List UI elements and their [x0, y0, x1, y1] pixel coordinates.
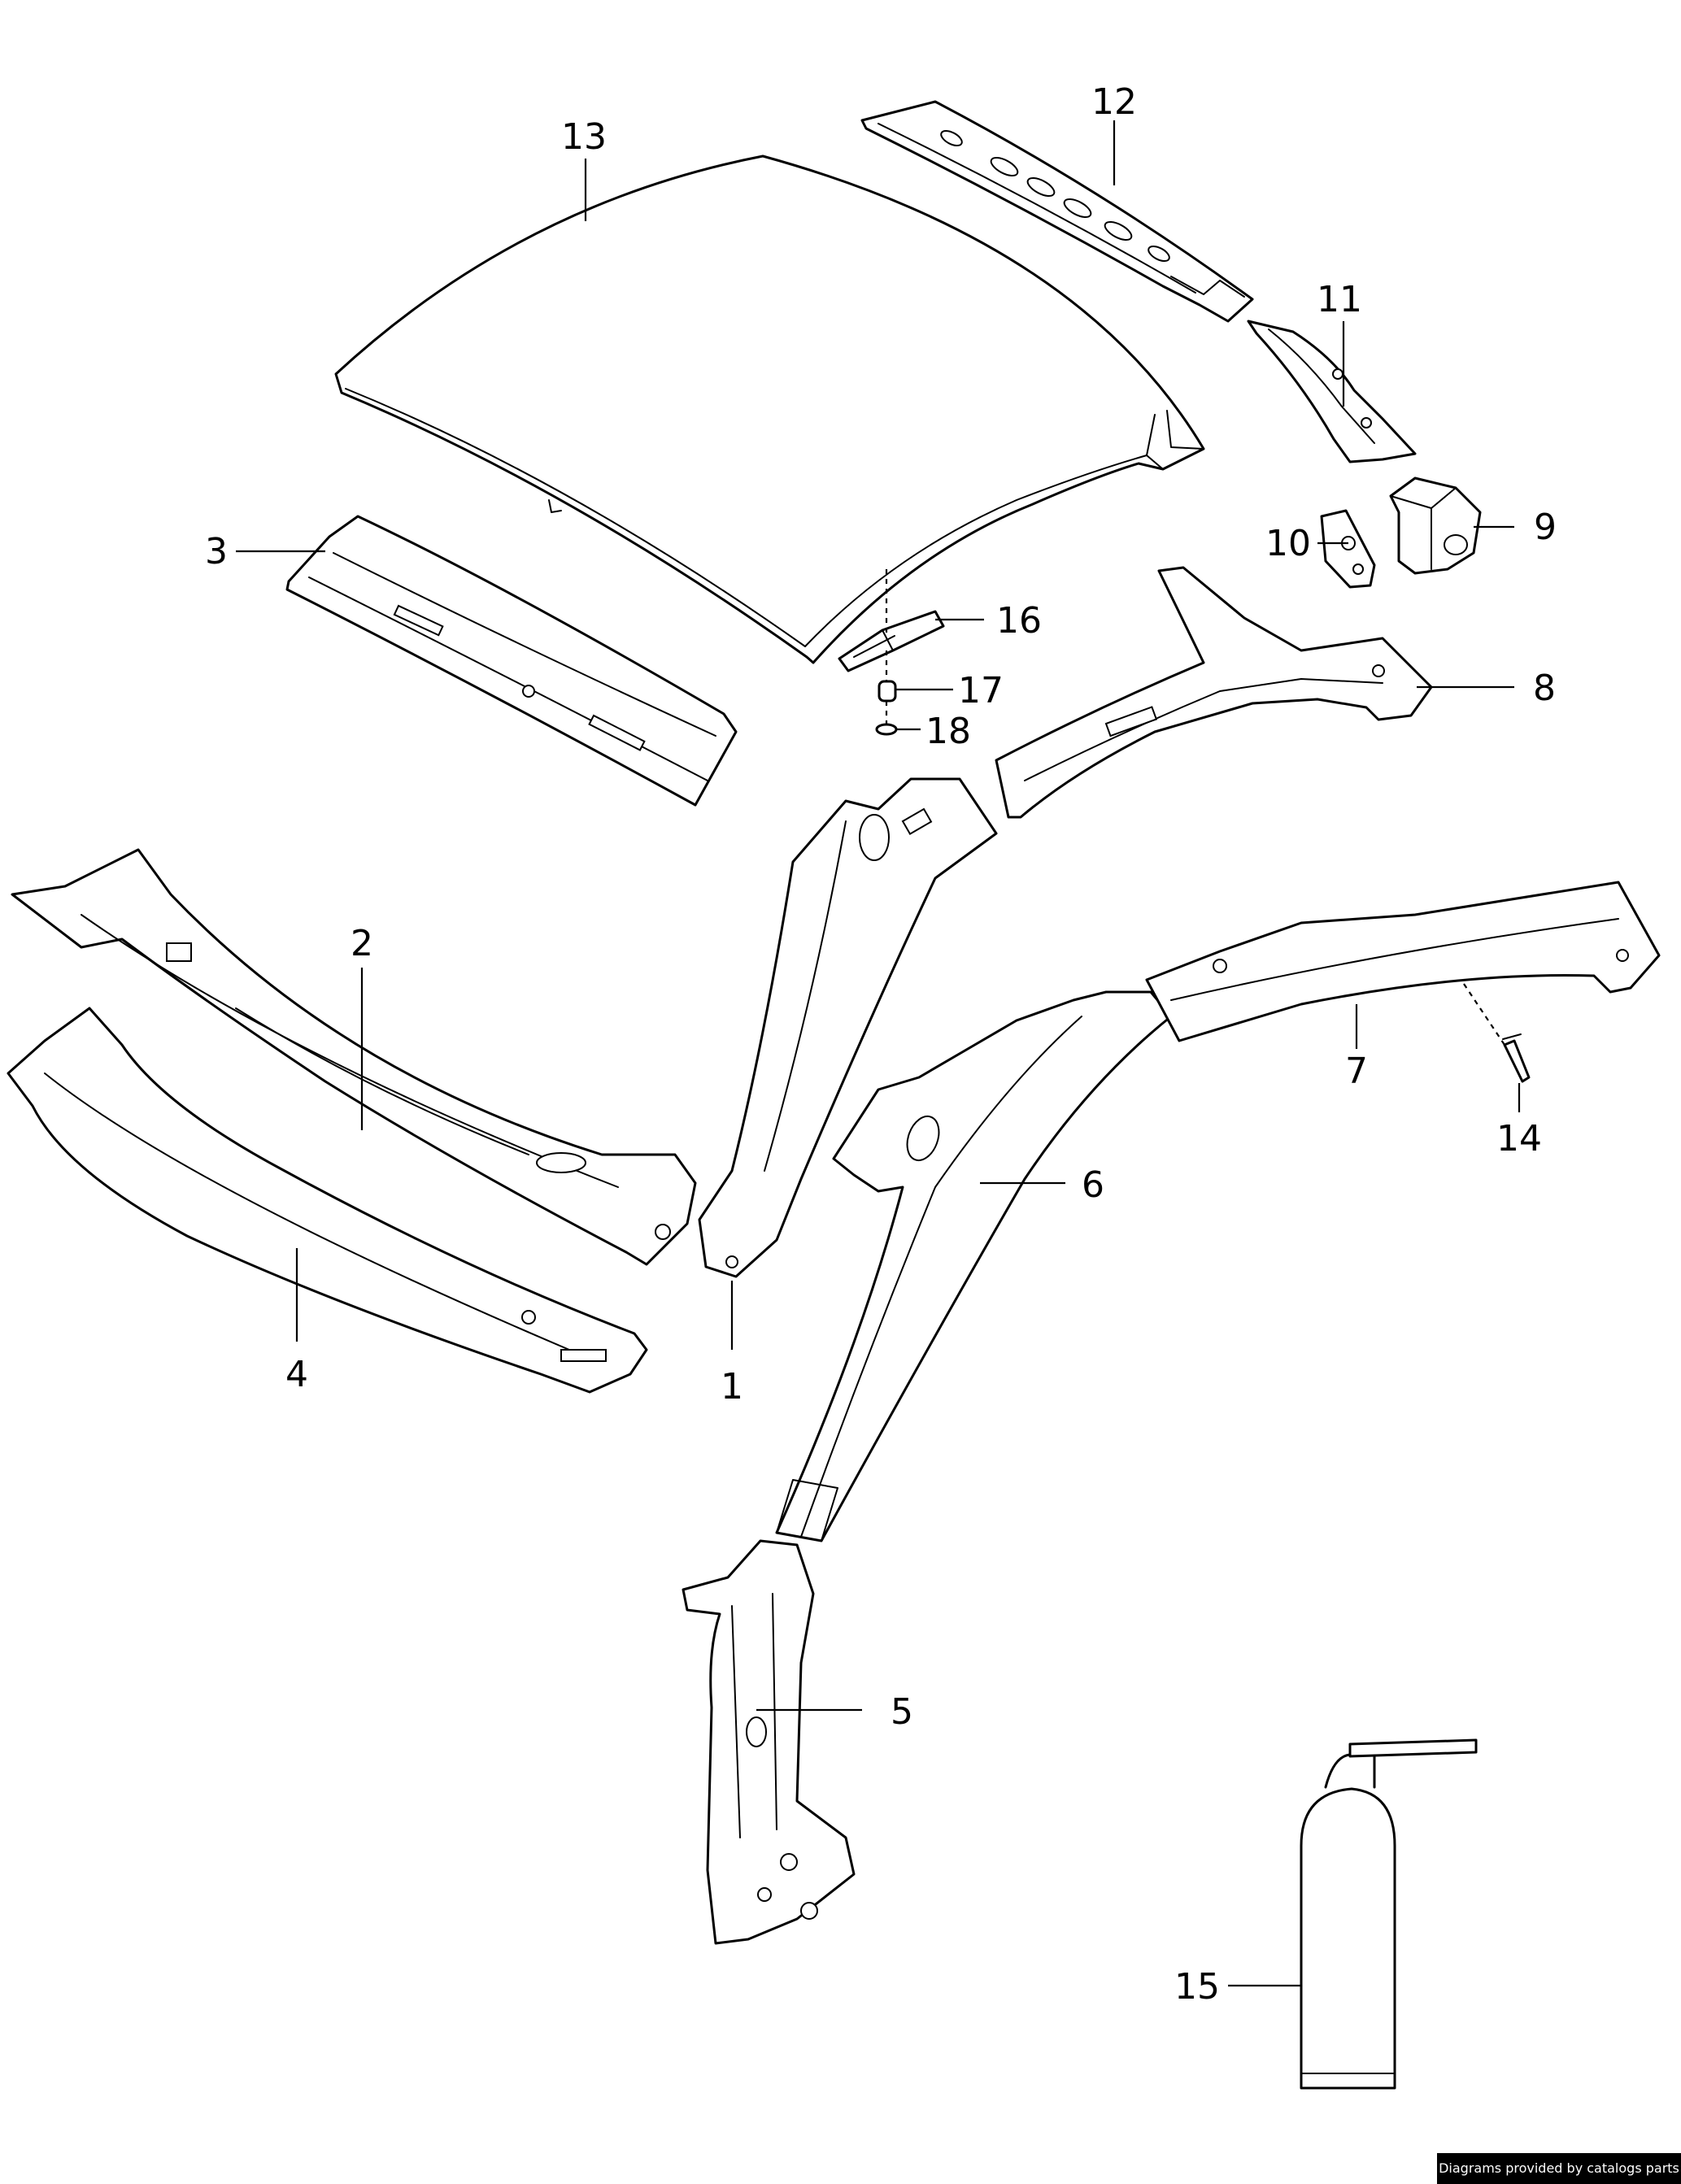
part-11-bracket: [1247, 320, 1417, 463]
callout-10: 10: [1265, 523, 1311, 564]
callout-6: 6: [1082, 1164, 1104, 1206]
part-14-pin: [1502, 1033, 1531, 1083]
callout-14: 14: [1496, 1118, 1542, 1159]
part-17-nut: [878, 680, 897, 703]
part-18-washer: [875, 723, 898, 736]
callout-4: 4: [285, 1354, 308, 1395]
leader-lines: [236, 120, 1521, 1987]
part-3-front-cross-member: [285, 515, 738, 807]
part-10-plate: [1320, 509, 1376, 589]
part-8-roof-frame-side: [995, 566, 1433, 819]
part-13-roof-panel: [334, 154, 1205, 664]
callout-17: 17: [958, 670, 1004, 711]
part-4-windshield-frame-lower: [7, 1007, 648, 1394]
callout-5: 5: [891, 1691, 913, 1733]
callout-7: 7: [1345, 1051, 1368, 1092]
part-15-spray-can: [1300, 1738, 1478, 2090]
callout-3: 3: [205, 531, 228, 572]
part-2-windshield-frame-upper: [11, 848, 697, 1266]
callouts: 13 12 11 9 10 3 16 17 18 8 2 4 1 6 7 14 …: [205, 81, 1557, 2008]
callout-8: 8: [1533, 668, 1556, 709]
callout-16: 16: [996, 600, 1042, 642]
callout-13: 13: [561, 116, 607, 158]
part-7-roof-rail: [1145, 881, 1661, 1042]
part-9-box-bracket: [1389, 476, 1482, 575]
callout-9: 9: [1534, 507, 1557, 548]
callout-12: 12: [1091, 81, 1137, 123]
leader-7-axis: [1463, 983, 1505, 1046]
callout-18: 18: [925, 711, 971, 752]
callout-11: 11: [1317, 279, 1362, 320]
callout-15: 15: [1174, 1966, 1220, 2008]
part-5-a-pillar-lower: [682, 1539, 856, 1945]
callout-2: 2: [351, 923, 373, 964]
diagram-credit: Diagrams provided by catalogs parts: [1437, 2153, 1681, 2184]
part-16-clip: [838, 610, 945, 672]
callout-1: 1: [721, 1366, 743, 1407]
part-1-a-pillar-inner: [698, 777, 998, 1278]
part-6-side-rail: [775, 990, 1173, 1542]
part-12-rear-roof-bow: [860, 100, 1254, 323]
